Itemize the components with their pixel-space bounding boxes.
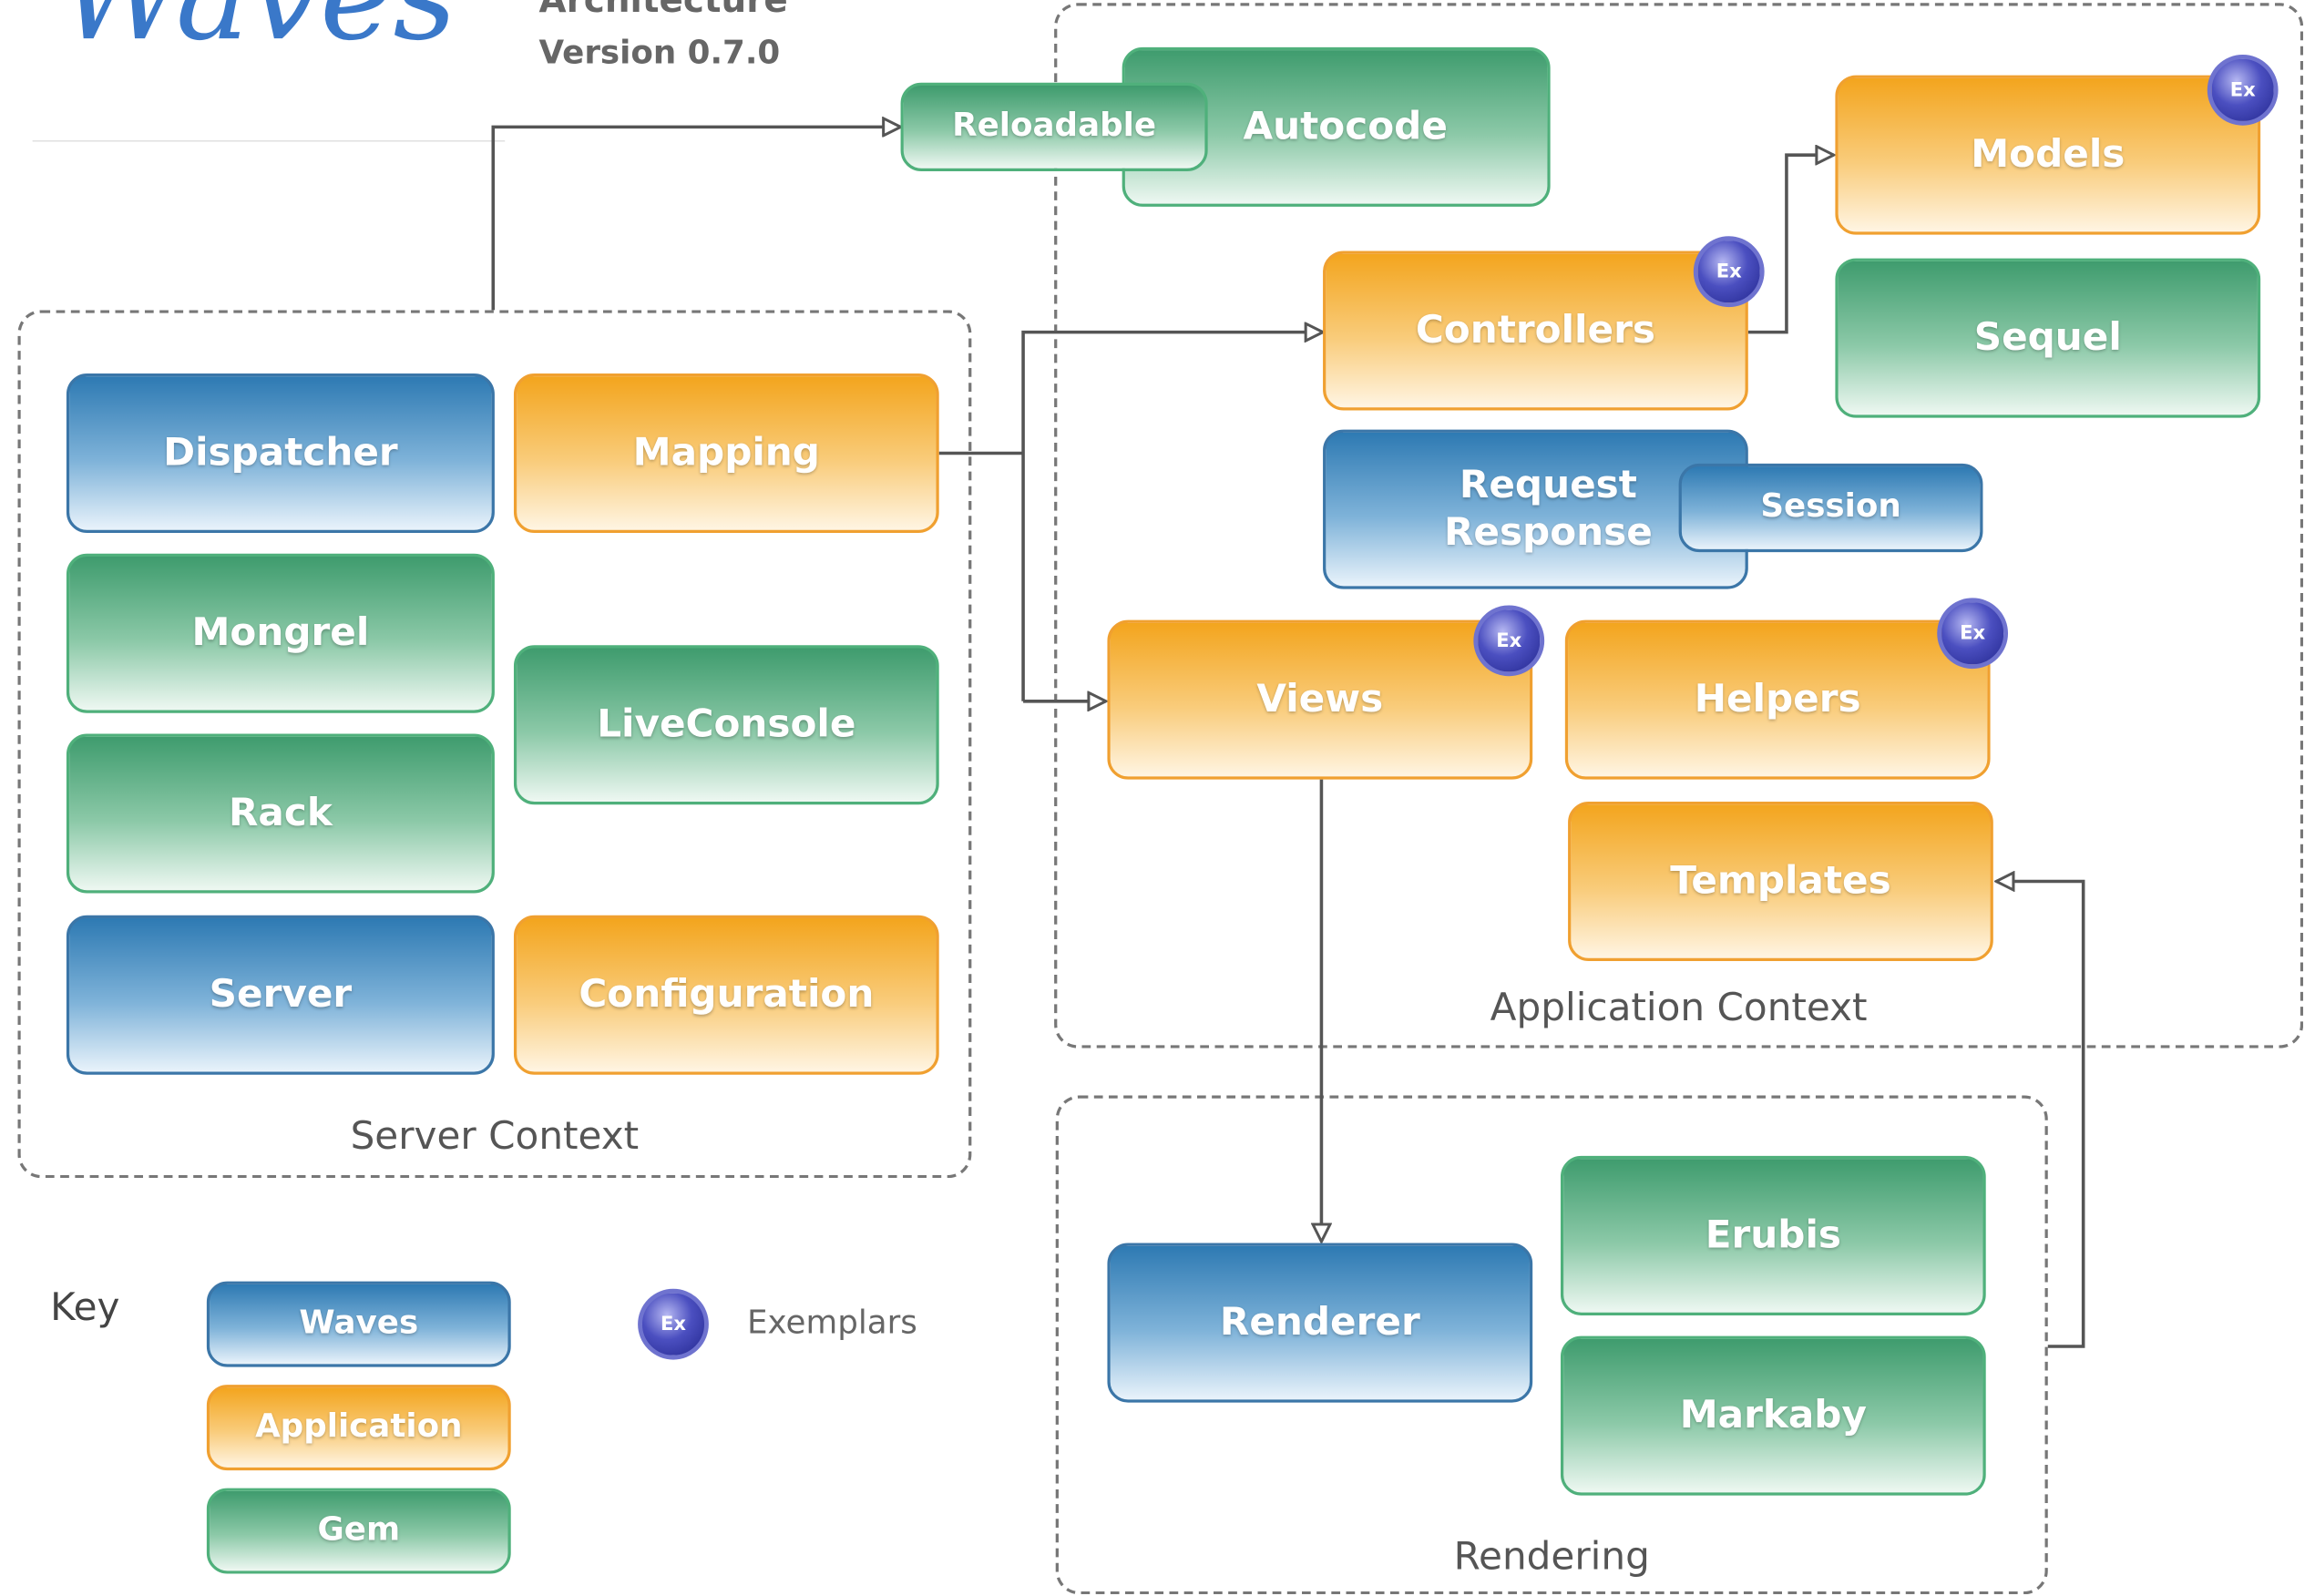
mapping-box: Mapping — [513, 373, 939, 534]
version-label: Version 0.7.0 — [538, 35, 781, 73]
mapping-to-controllers-connector — [1021, 332, 1323, 701]
reloadable-box: Reloadable — [900, 82, 1208, 171]
legend-exemplars-label: Exemplars — [747, 1304, 917, 1343]
controllers-to-models-connector — [1747, 155, 1834, 334]
server-context — [17, 310, 972, 1179]
legend-application: Application — [206, 1385, 511, 1471]
legend-title: Key — [50, 1285, 120, 1331]
controllers-exemplar-icon: Ex — [1693, 236, 1765, 308]
dispatcher-box: Dispatcher — [66, 373, 495, 534]
server-box: Server — [66, 915, 495, 1075]
diagram-subtitle: Architecture — [538, 0, 788, 21]
templates-box: Templates — [1568, 801, 1993, 962]
controllers-box: Controllers — [1323, 251, 1748, 411]
markaby-box: Markaby — [1560, 1335, 1986, 1496]
waves-logo: Waves — [59, 0, 457, 68]
models-exemplar-icon: Ex — [2207, 54, 2279, 126]
rack-box: Rack — [66, 733, 495, 894]
header-divider — [32, 139, 506, 142]
views-box: Views — [1107, 619, 1533, 780]
rendering-context — [1055, 1095, 2048, 1595]
server-to-reloadable-connector — [491, 127, 900, 311]
application-context — [1054, 3, 2304, 1049]
mongrel-box: Mongrel — [66, 553, 495, 713]
views-exemplar-icon: Ex — [1473, 605, 1545, 677]
models-box: Models — [1835, 75, 2261, 235]
server-context-label: Server Context — [350, 1114, 640, 1160]
autocode-label: Autocode — [1243, 104, 1448, 149]
legend-gem: Gem — [206, 1488, 511, 1574]
legend-waves: Waves — [206, 1281, 511, 1367]
sequel-box: Sequel — [1835, 258, 2261, 418]
rendering-to-templates-connector — [1996, 881, 2085, 1348]
application-context-label: Application Context — [1490, 986, 1868, 1031]
legend-exemplar-icon: Ex — [638, 1288, 709, 1360]
erubis-box: Erubis — [1560, 1155, 1986, 1315]
helpers-exemplar-icon: Ex — [1937, 598, 2009, 670]
configuration-box: Configuration — [513, 915, 939, 1075]
renderer-box: Renderer — [1107, 1243, 1533, 1403]
request-response-label: Request Response — [1443, 463, 1653, 556]
session-box: Session — [1678, 463, 1983, 553]
rendering-context-label: Rendering — [1453, 1535, 1650, 1581]
helpers-box: Helpers — [1564, 619, 1991, 780]
liveconsole-box: LiveConsole — [513, 645, 939, 805]
